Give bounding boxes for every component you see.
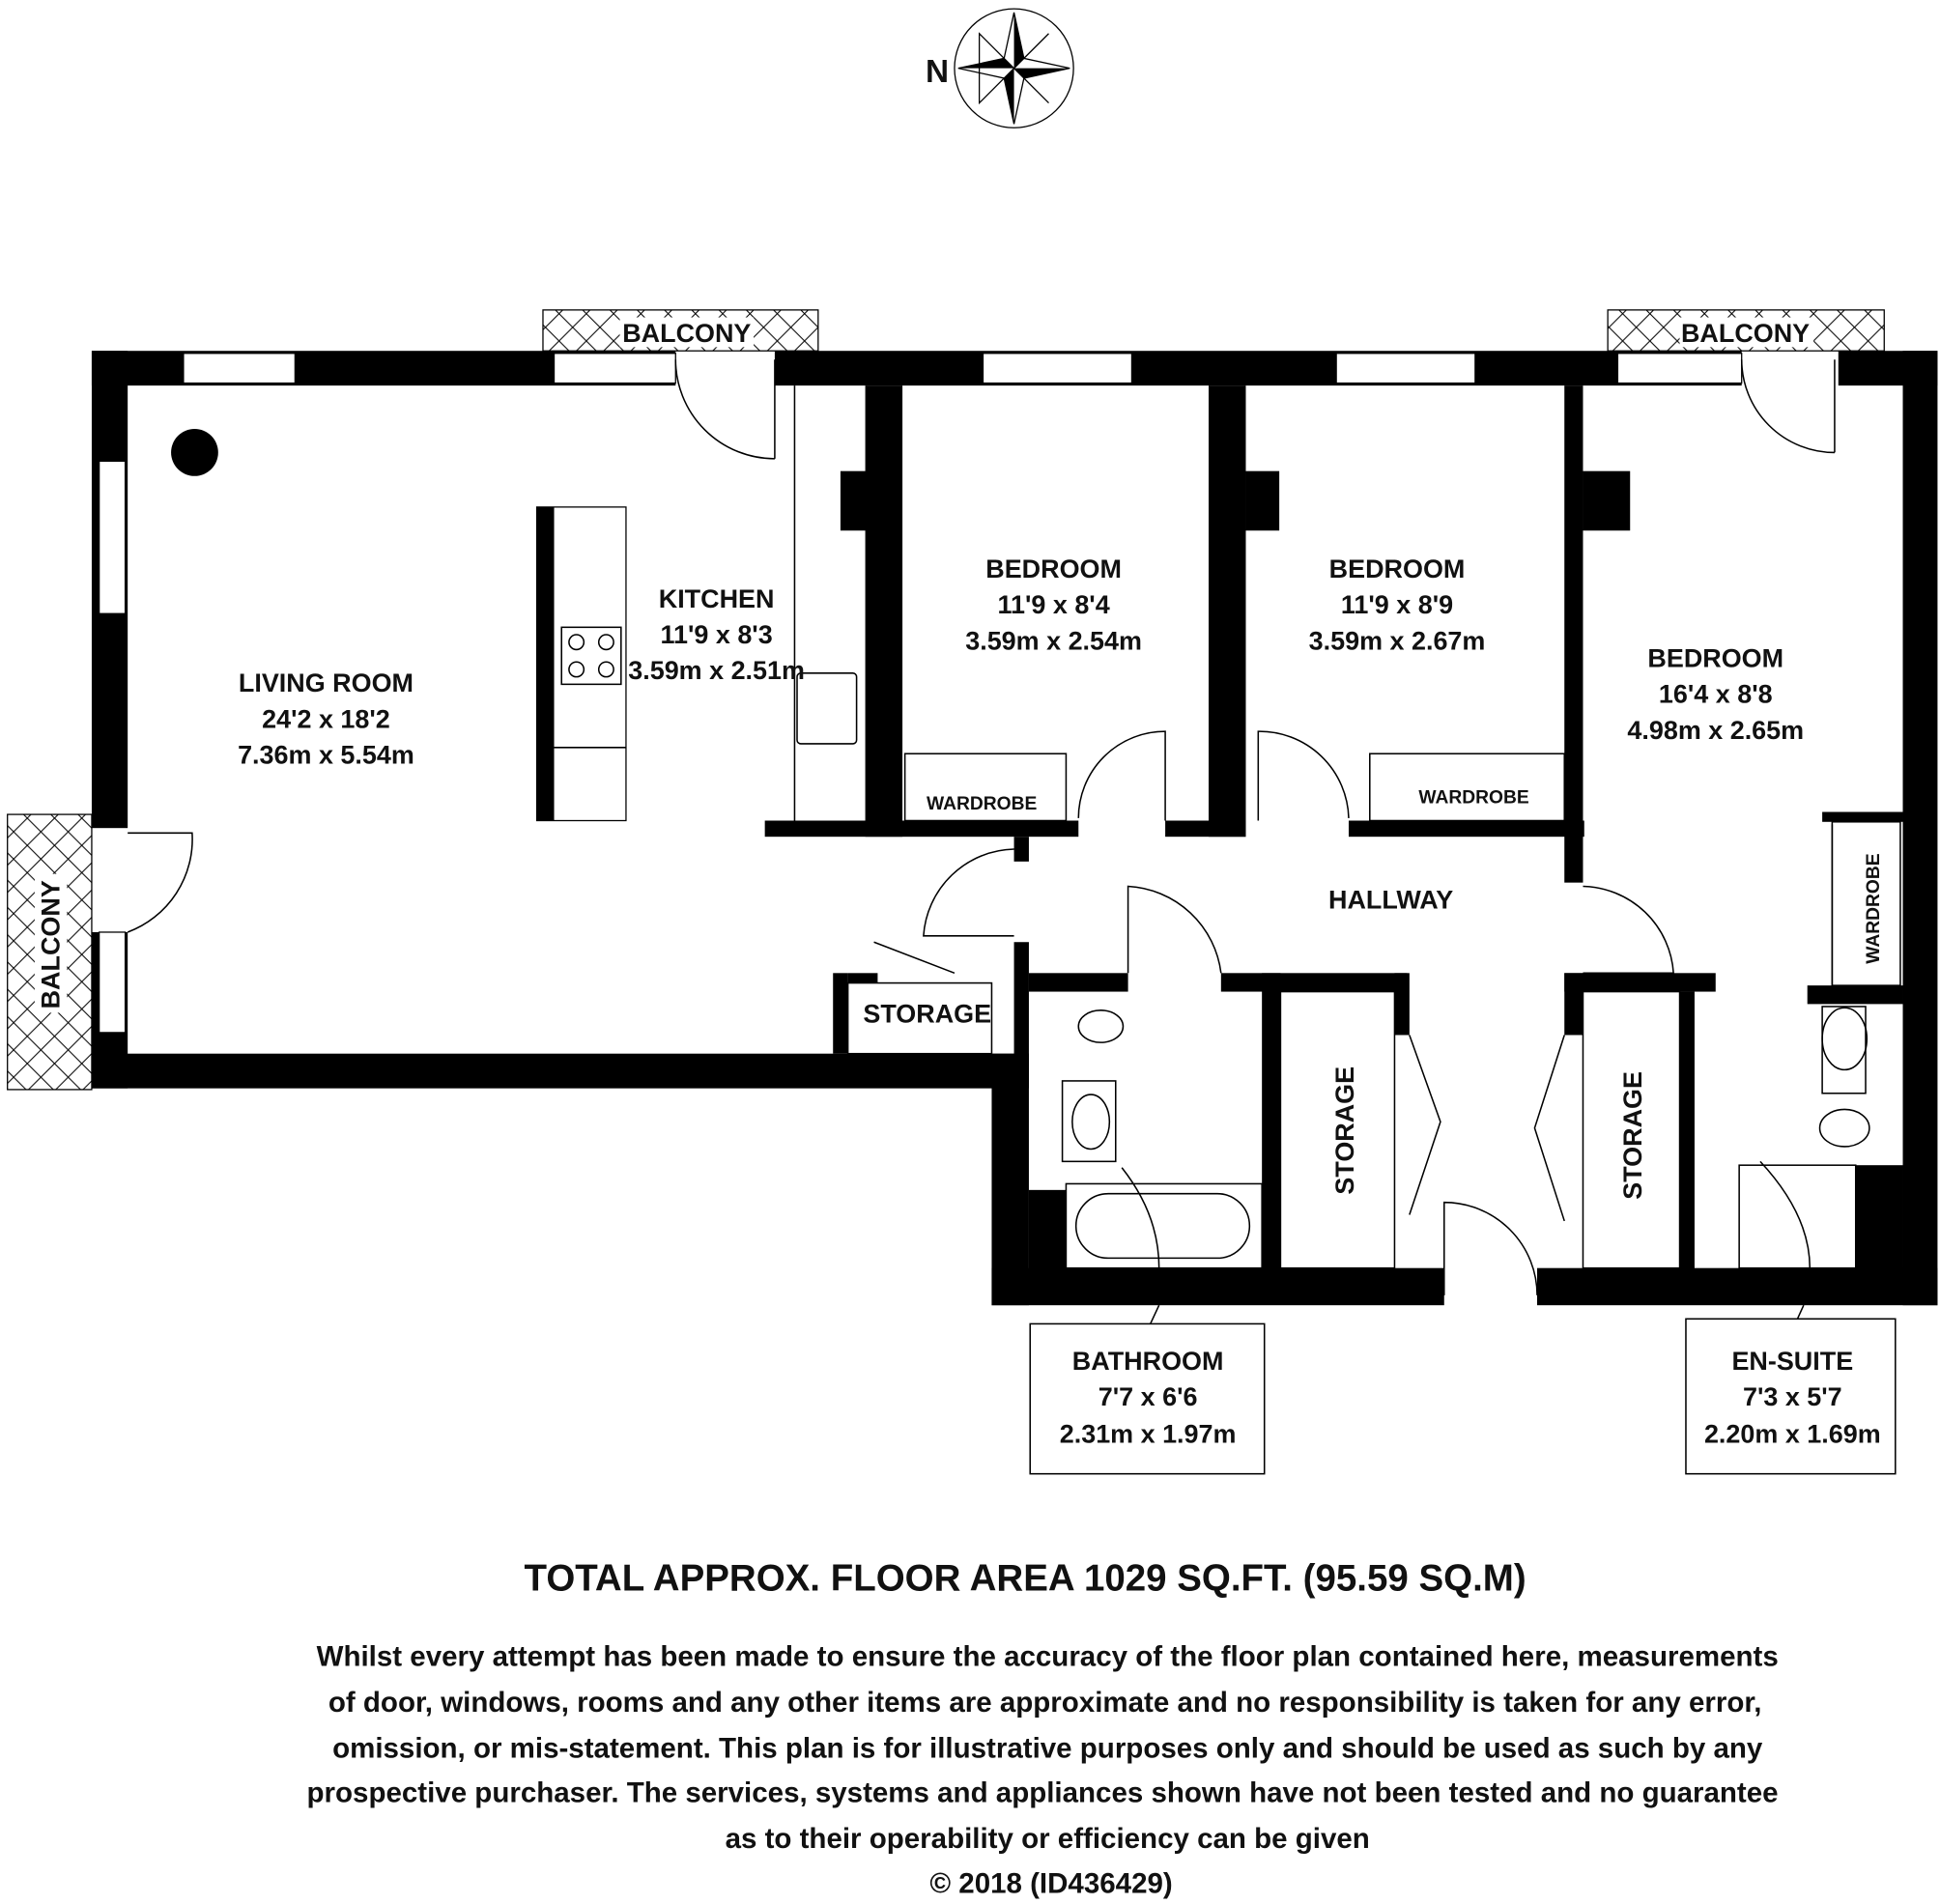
room-size-imperial: 11'9 x 8'4: [998, 590, 1110, 619]
balcony-label: BALCONY: [37, 880, 66, 1009]
windows: [99, 353, 1743, 1034]
total-floor-area: TOTAL APPROX. FLOOR AREA 1029 SQ.FT. (95…: [525, 1557, 1526, 1599]
wardrobe-label: WARDROBE: [1864, 853, 1884, 964]
room-name: BEDROOM: [1647, 643, 1783, 672]
storage-label: STORAGE: [1330, 1066, 1359, 1195]
room-size-imperial: 16'4 x 8'8: [1659, 680, 1773, 709]
disclaimer-line: prospective purchaser. The services, sys…: [307, 1777, 1779, 1809]
room-size-metric: 3.59m x 2.67m: [1309, 626, 1486, 655]
storage-label: STORAGE: [863, 1000, 991, 1029]
bathroom-label-box: BATHROOM 7'7 x 6'6 2.31m x 1.97m: [1029, 1304, 1266, 1475]
room-size-imperial: 7'3 x 5'7: [1743, 1382, 1842, 1411]
room-size-metric: 4.98m x 2.65m: [1627, 716, 1804, 745]
room-name: BEDROOM: [985, 554, 1122, 583]
kitchen-fixtures: [171, 385, 858, 822]
ensuite-label-box: EN-SUITE 7'3 x 5'7 2.20m x 1.69m: [1685, 1304, 1897, 1475]
wardrobes: [903, 753, 1901, 986]
room-size-imperial: 11'9 x 8'3: [661, 620, 773, 649]
room-name: LIVING ROOM: [239, 668, 414, 697]
balcony-top-left: BALCONY: [542, 309, 819, 352]
storage-cupboard: [1279, 990, 1396, 1269]
balcony-left: BALCONY: [7, 813, 93, 1091]
doors: [127, 359, 1836, 1295]
sink-icon: [796, 672, 858, 745]
bathroom-fixtures: [1061, 1006, 1870, 1269]
room-name: KITCHEN: [659, 584, 775, 613]
room-name: BATHROOM: [1072, 1347, 1224, 1376]
balcony-top-right: BALCONY: [1607, 309, 1885, 352]
room-size-metric: 7.36m x 5.54m: [238, 740, 414, 769]
balcony-label: BALCONY: [622, 319, 751, 348]
room-size-metric: 2.31m x 1.97m: [1060, 1420, 1237, 1449]
storage-cupboard: [1582, 990, 1681, 1269]
column-icon: [171, 429, 218, 476]
copyright: © 2018 (ID436429): [929, 1867, 1172, 1899]
hallway-label: HALLWAY: [1328, 886, 1453, 915]
room-size-metric: 3.59m x 2.54m: [965, 626, 1142, 655]
balcony-label: BALCONY: [1681, 319, 1810, 348]
disclaimer-line: as to their operability or efficiency ca…: [726, 1823, 1370, 1855]
room-size-imperial: 7'7 x 6'6: [1098, 1382, 1198, 1411]
wardrobe-label: WARDROBE: [1418, 788, 1529, 809]
storage-cupboard: [846, 981, 993, 1055]
disclaimer-line: of door, windows, rooms and any other it…: [328, 1687, 1762, 1719]
wardrobe-label: WARDROBE: [927, 794, 1038, 814]
living-room-label: LIVING ROOM 24'2 x 18'2 7.36m x 5.54m: [238, 668, 414, 769]
walls: [91, 351, 1938, 1306]
compass-rose-icon: [954, 8, 1074, 128]
disclaimer-line: Whilst every attempt has been made to en…: [317, 1641, 1779, 1673]
room-size-imperial: 11'9 x 8'9: [1341, 590, 1453, 619]
disclaimer-line: omission, or mis-statement. This plan is…: [332, 1732, 1763, 1764]
room-name: EN-SUITE: [1731, 1347, 1853, 1376]
kitchen-label: KITCHEN 11'9 x 8'3 3.59m x 2.51m: [628, 584, 805, 685]
hob-icon: [560, 626, 622, 686]
bedroom-2-label: BEDROOM 11'9 x 8'9 3.59m x 2.67m: [1309, 554, 1486, 655]
room-size-metric: 2.20m x 1.69m: [1704, 1420, 1881, 1449]
storage-label: STORAGE: [1618, 1071, 1647, 1200]
room-size-metric: 3.59m x 2.51m: [628, 656, 805, 685]
north-label: N: [926, 54, 949, 90]
bedroom-3-label: BEDROOM 16'4 x 8'8 4.98m x 2.65m: [1627, 643, 1804, 744]
bedroom-1-label: BEDROOM 11'9 x 8'4 3.59m x 2.54m: [965, 554, 1142, 655]
room-size-imperial: 24'2 x 18'2: [262, 704, 390, 733]
room-name: BEDROOM: [1329, 554, 1466, 583]
